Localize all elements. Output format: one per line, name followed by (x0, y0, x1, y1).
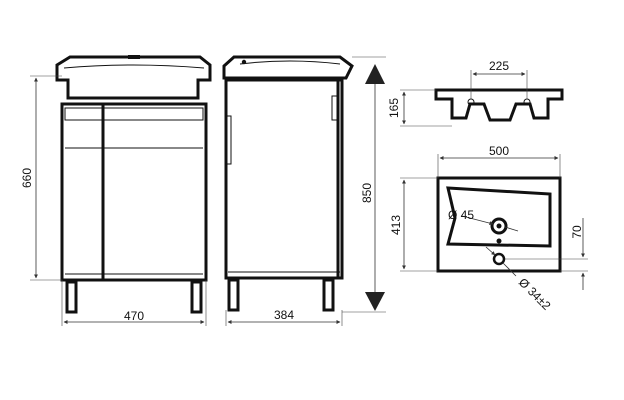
side-leg-right (322, 278, 335, 312)
dim-basin-width: 500 (437, 144, 561, 178)
total-height-label: 850 (360, 183, 374, 203)
front-cabinet (60, 102, 208, 282)
leader-tap-hole: Ø 45 (448, 208, 519, 232)
drain-dia-label: Ø 34±2 (516, 275, 554, 313)
dim-basin-depth: 413 (389, 177, 438, 272)
overflow-icon (496, 238, 502, 244)
dim-front-height: 660 (20, 75, 62, 281)
basin-bowl (446, 186, 552, 248)
dim-total-height: 850 (342, 56, 386, 313)
basin-plan-outline (436, 176, 562, 273)
leader-drain: Ø 34±2 (485, 246, 554, 313)
side-basin (222, 55, 354, 80)
front-leg-left (65, 280, 78, 314)
side-handle (225, 115, 232, 165)
side-basin-rim (239, 60, 341, 65)
side-depth-label: 384 (274, 308, 294, 322)
arrow-up-icon (365, 64, 385, 84)
basin-depth-label: 413 (389, 215, 403, 235)
top-width-label: 225 (489, 59, 509, 73)
dim-drain-offset: 70 (505, 218, 588, 290)
side-view (222, 55, 354, 312)
arrow-down-icon (365, 292, 385, 311)
side-tap (241, 59, 247, 65)
side-leg-left (227, 278, 240, 312)
basin-plan-view (436, 176, 562, 273)
drain-offset-label: 70 (570, 225, 584, 239)
basin-section-view (434, 88, 564, 122)
front-basin (55, 55, 212, 100)
side-hinge (331, 95, 339, 121)
dim-front-width: 470 (61, 280, 207, 326)
basin-width-label: 500 (489, 144, 509, 158)
side-cabinet (224, 78, 344, 280)
dim-top-height: 165 (387, 89, 452, 127)
drain-hole-icon (492, 252, 506, 266)
front-view (55, 55, 212, 314)
dim-side-depth: 384 (225, 308, 343, 326)
front-basin-rim (63, 64, 205, 69)
front-leg-right (190, 280, 203, 314)
tap-hole-icon (490, 217, 508, 235)
top-height-label: 165 (387, 98, 401, 118)
front-drawer-line (64, 107, 204, 121)
dim-top-width: 225 (470, 59, 528, 99)
tap-hole-dia-label: Ø 45 (448, 208, 474, 222)
front-tap-base (128, 55, 140, 59)
front-width-label: 470 (124, 309, 144, 323)
basin-section (434, 88, 564, 122)
front-height-label: 660 (20, 168, 34, 188)
